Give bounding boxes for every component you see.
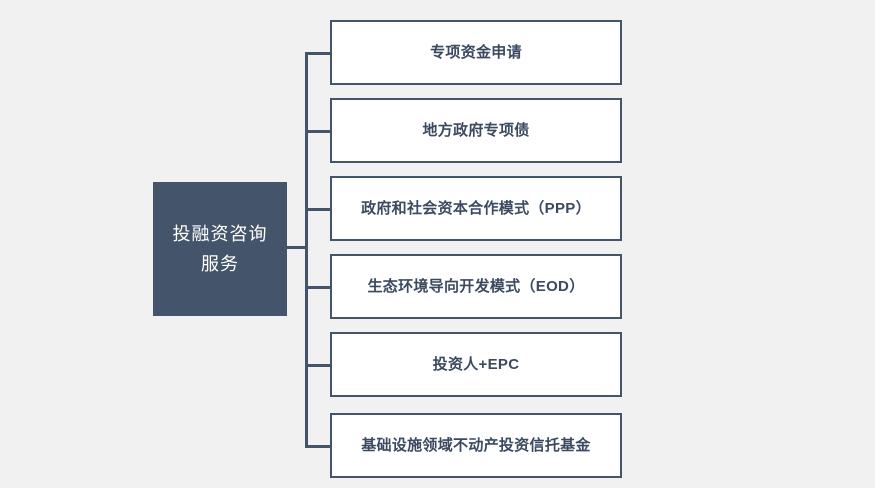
connector-root-stub — [287, 246, 306, 249]
branch-node-2-label: 地方政府专项债 — [422, 121, 530, 139]
root-node[interactable]: 投融资咨询 服务 — [153, 182, 287, 316]
connector-stub-4 — [305, 286, 331, 289]
connector-stub-2 — [305, 130, 331, 133]
connector-stub-1 — [305, 52, 331, 55]
branch-node-4[interactable]: 生态环境导向开发模式（EOD） — [330, 254, 622, 319]
branch-node-1[interactable]: 专项资金申请 — [330, 20, 622, 85]
branch-node-1-label: 专项资金申请 — [430, 43, 522, 61]
branch-node-3-label: 政府和社会资本合作模式（PPP） — [361, 199, 591, 217]
branch-node-2[interactable]: 地方政府专项债 — [330, 98, 622, 163]
connector-stub-3 — [305, 208, 331, 211]
branch-node-5[interactable]: 投资人+EPC — [330, 332, 622, 397]
branch-node-6-label: 基础设施领域不动产投资信托基金 — [361, 436, 591, 454]
branch-node-3[interactable]: 政府和社会资本合作模式（PPP） — [330, 176, 622, 241]
connector-trunk — [305, 52, 308, 447]
connector-stub-5 — [305, 364, 331, 367]
branch-node-4-label: 生态环境导向开发模式（EOD） — [367, 277, 585, 295]
branch-node-6[interactable]: 基础设施领域不动产投资信托基金 — [330, 413, 622, 478]
connector-stub-6 — [305, 445, 331, 448]
root-node-label: 投融资咨询 服务 — [172, 224, 268, 274]
branch-node-5-label: 投资人+EPC — [432, 355, 520, 373]
